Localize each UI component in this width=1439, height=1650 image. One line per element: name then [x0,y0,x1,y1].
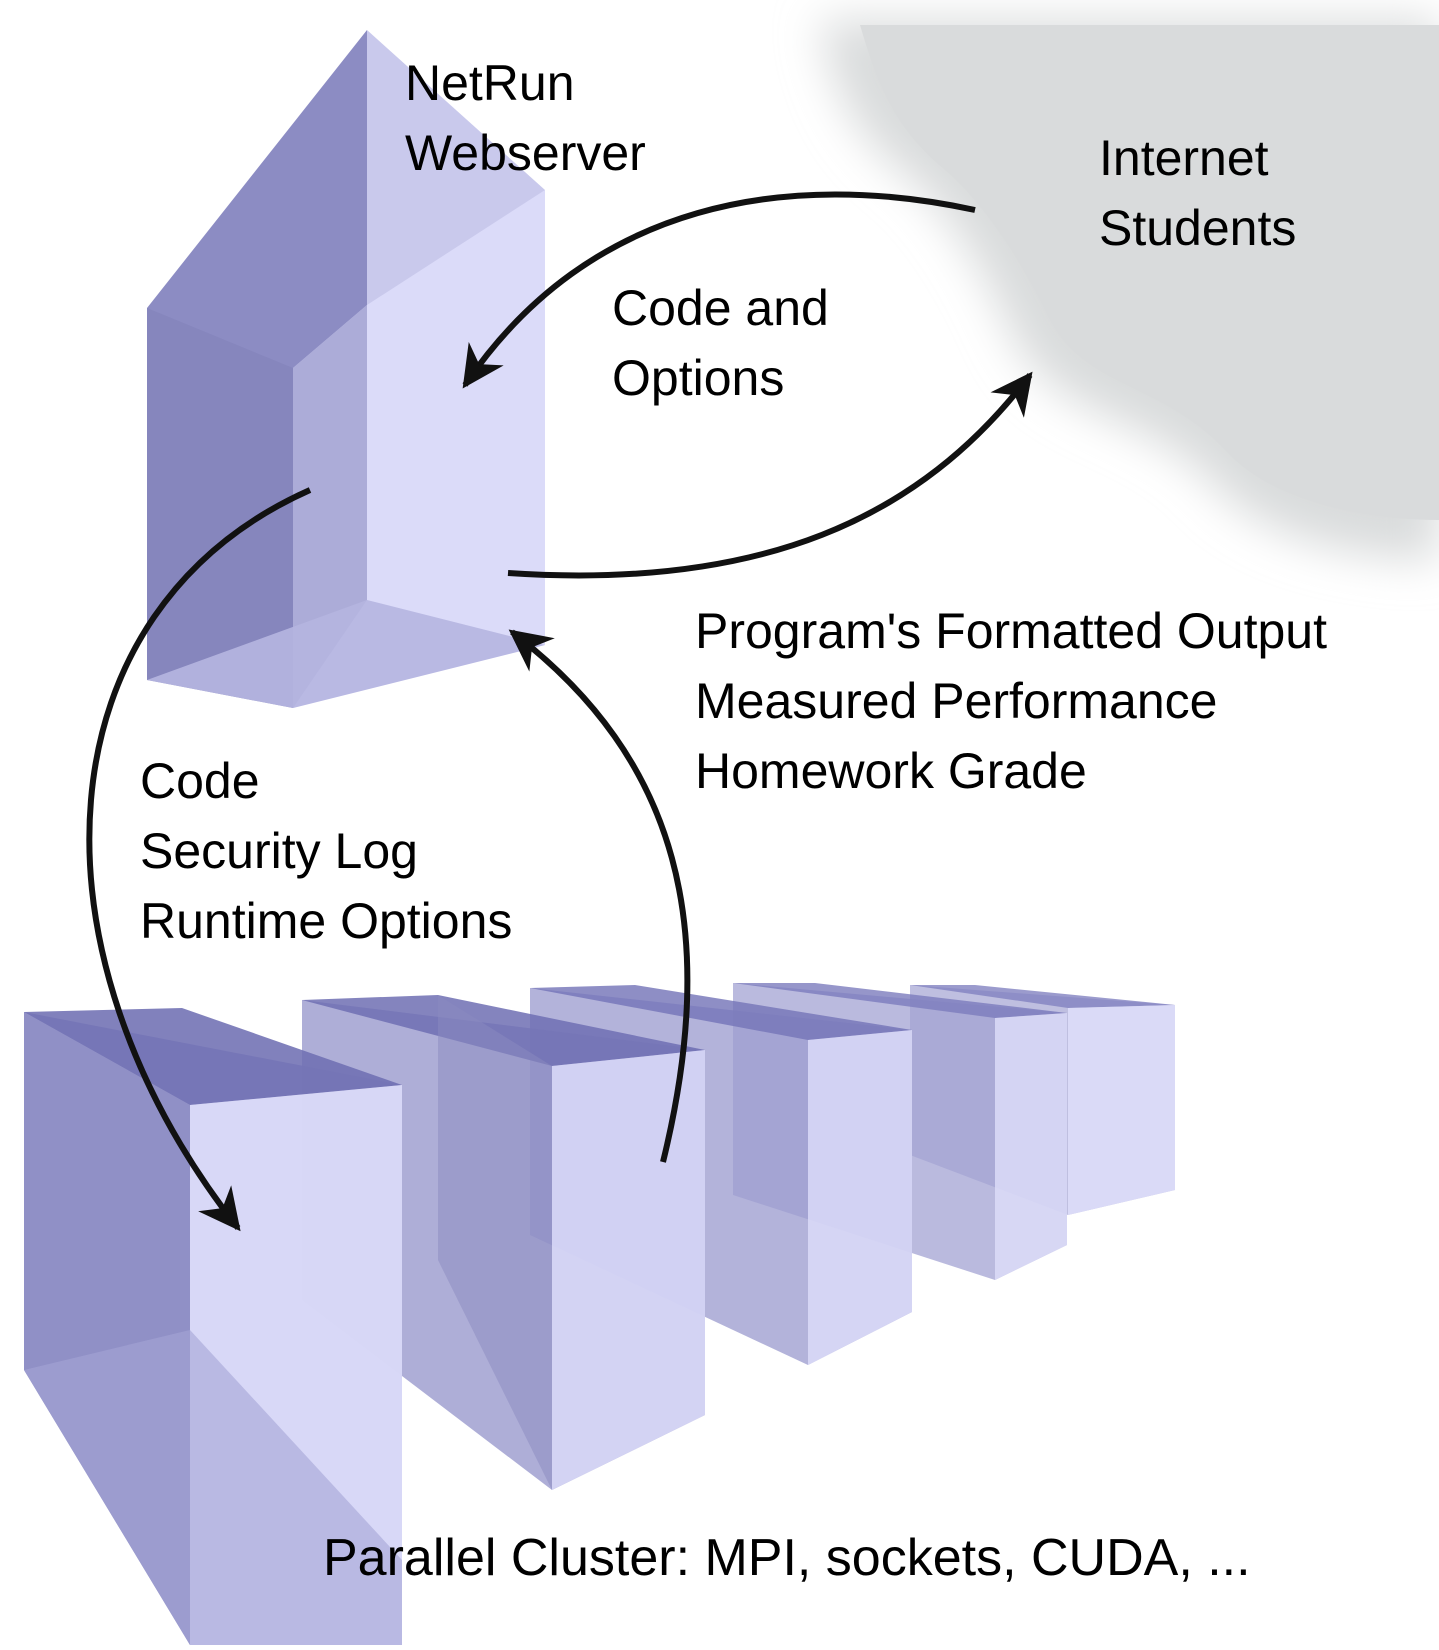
output-label-line3: Homework Grade [695,743,1087,799]
webserver-tower [147,30,545,708]
students-label-line1: Internet [1099,130,1269,186]
cluster-box-1 [24,1008,402,1645]
webserver-label-line2: Webserver [405,125,646,181]
arrows [86,191,1033,1232]
request-label-line1: Code and [612,280,829,336]
job-label-line2: Security Log [140,823,418,879]
arrow-webserver-to-students [507,371,1033,579]
job-label-line3: Runtime Options [140,893,512,949]
output-label-line2: Measured Performance [695,673,1217,729]
arrow-students-to-webserver [462,191,976,389]
output-label-line1: Program's Formatted Output [695,603,1327,659]
webserver-label-line1: NetRun [405,55,575,111]
cluster-box-2 [302,995,705,1490]
arrow-cluster-to-webserver [508,629,691,1163]
internet-cloud [820,20,1439,560]
arrow-webserver-to-cluster [86,487,312,1232]
cluster-label: Parallel Cluster: MPI, sockets, CUDA, ..… [323,1529,1251,1587]
students-label-line2: Students [1099,200,1296,256]
request-label-line2: Options [612,350,784,406]
job-label-line1: Code [140,753,260,809]
